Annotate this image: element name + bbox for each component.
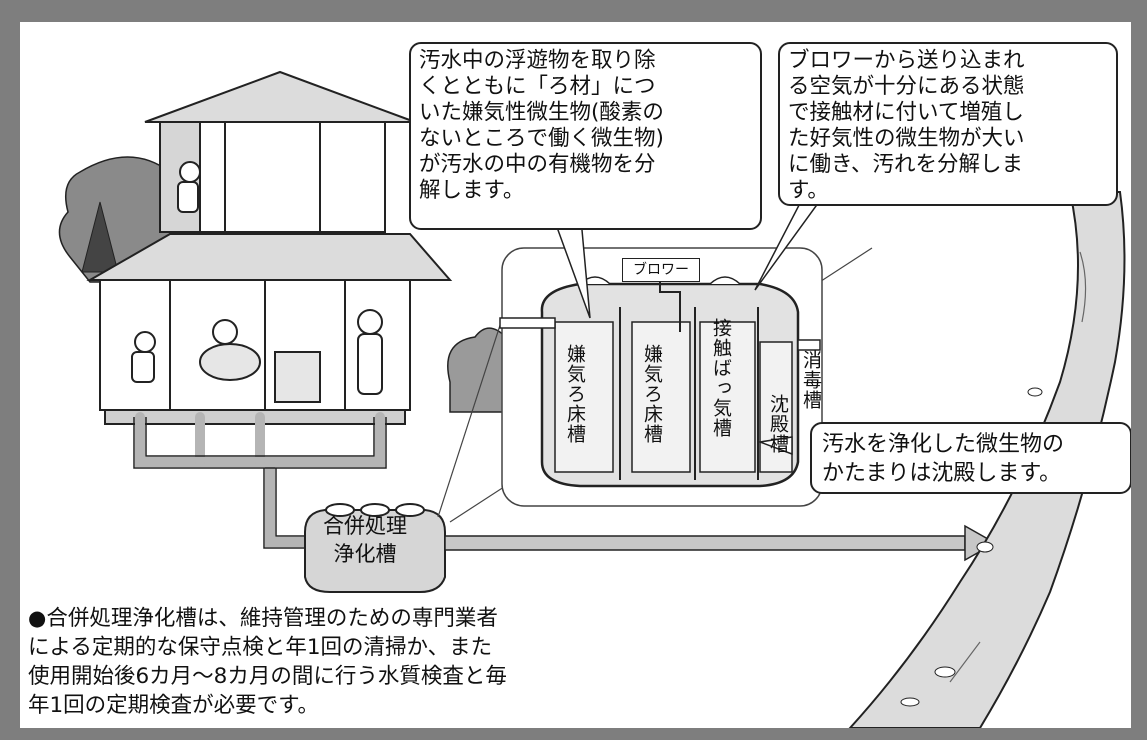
maintenance-note: ●合併処理浄化槽は、維持管理のための専門業者 による定期的な保守点検と年1回の清… <box>28 604 688 720</box>
aerobic-explanation-text: ブロワーから送り込まれ る空気が十分にある状態 で接触材に付いて増殖し た好気性… <box>788 48 1025 203</box>
aerobic-explanation-bubble: ブロワーから送り込まれ る空気が十分にある状態 で接触材に付いて増殖し た好気性… <box>778 42 1118 206</box>
anaerobic-explanation-text: 汚水中の浮遊物を取り除 くとともに「ろ材」につ いた嫌気性微生物(酸素の ないと… <box>419 48 664 203</box>
maintenance-note-text: 合併処理浄化槽は、維持管理のための専門業者 による定期的な保守点検と年1回の清掃… <box>28 606 507 718</box>
sediment-explanation-text: 汚水を浄化した微生物の かたまりは沈殿します。 <box>822 432 1065 486</box>
tree-left <box>81 201 119 273</box>
sediment-explanation-bubble: 汚水を浄化した微生物の かたまりは沈殿します。 <box>810 422 1131 494</box>
treatment-tank-small <box>304 503 446 593</box>
chamber-label-anaerobic-2: 嫌気ろ床槽 <box>641 344 663 444</box>
blower-label: ブロワー <box>622 258 700 282</box>
house <box>86 70 453 425</box>
anaerobic-explanation-bubble: 汚水中の浮遊物を取り除 くとともに「ろ材」につ いた嫌気性微生物(酸素の ないと… <box>409 42 762 230</box>
chamber-label-aeration: 接触ばっ気槽 <box>710 318 732 438</box>
cross-section-box <box>499 247 823 507</box>
chamber-label-sedimentation: 沈殿槽 <box>767 394 789 454</box>
house-drain-pipes <box>135 412 385 547</box>
bubble-pointers <box>548 183 834 456</box>
chamber-label-disinfection: 消毒槽 <box>800 350 822 410</box>
chamber-label-anaerobic-1: 嫌気ろ床槽 <box>564 344 586 444</box>
outflow-pipe <box>444 524 997 562</box>
bullet-icon: ● <box>28 606 47 630</box>
septic-system-illustration <box>58 70 1126 728</box>
treatment-tank-label: 合併処理 浄化槽 <box>323 514 407 566</box>
illustration-panel: 汚水中の浮遊物を取り除 くとともに「ろ材」につ いた嫌気性微生物(酸素の ないと… <box>20 22 1131 728</box>
